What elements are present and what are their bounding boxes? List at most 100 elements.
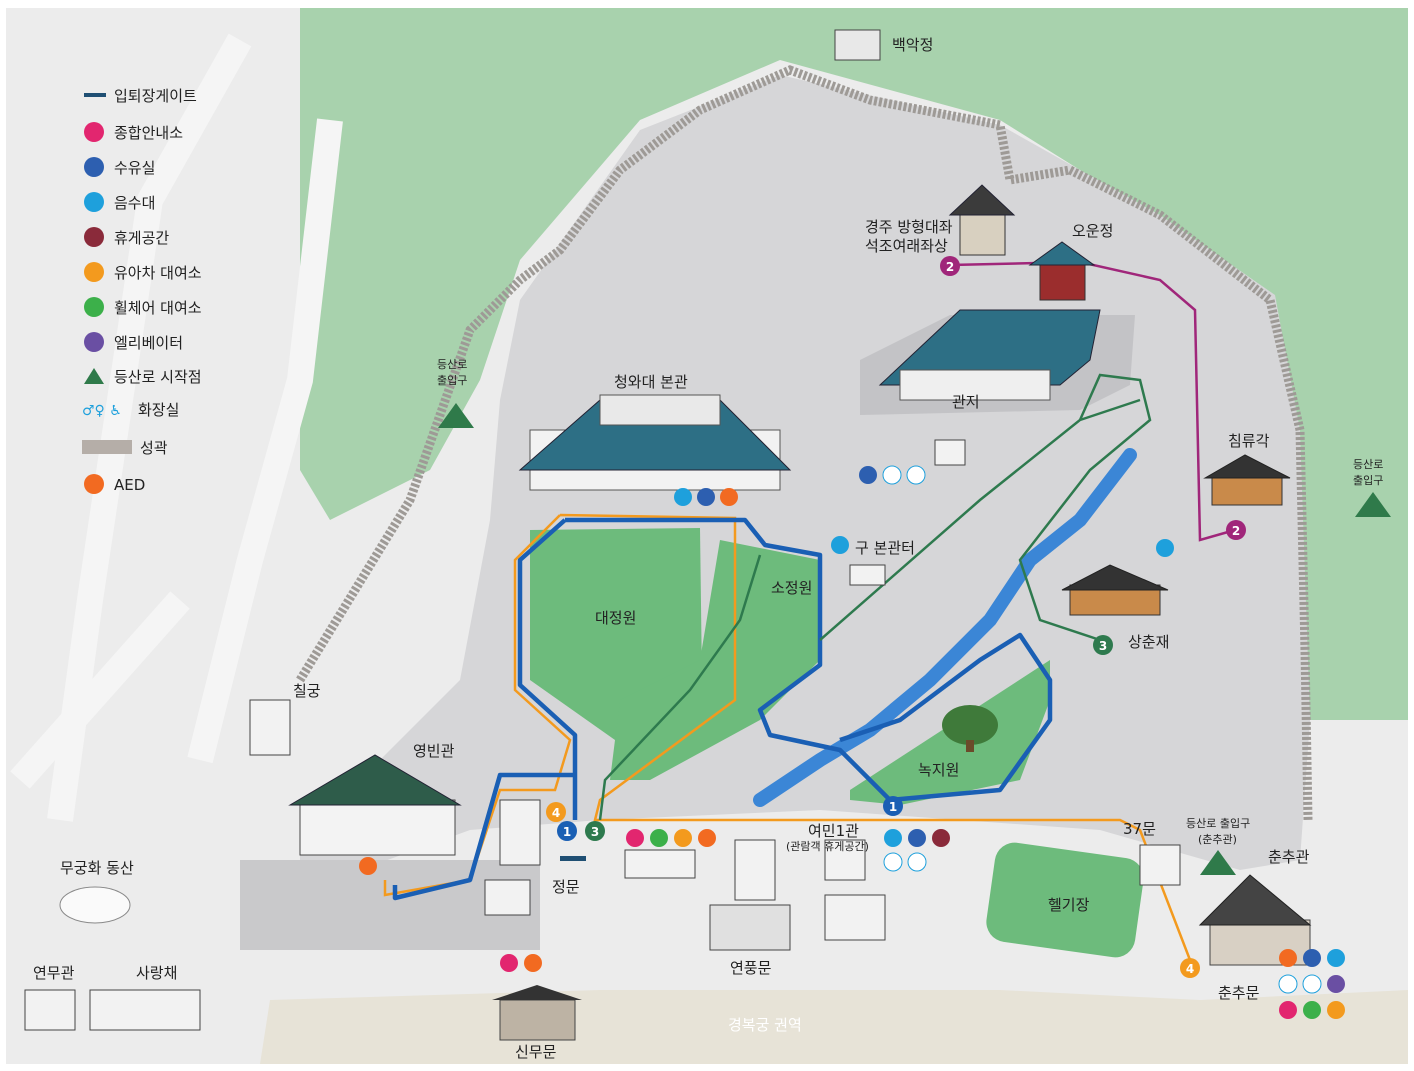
trail-right-icon [1355, 492, 1391, 517]
mountain-trail-icon [84, 368, 104, 384]
legend-label: 음수대 [114, 194, 155, 212]
nursing-room-icon [1303, 949, 1321, 967]
aed-heart-icon [524, 954, 542, 972]
restroom-icon [1278, 974, 1298, 994]
nursing-room-icon [697, 488, 715, 506]
marker-text: 3 [591, 825, 599, 839]
small-buildings [24, 439, 1181, 1031]
mugunghwa-circle [59, 886, 131, 924]
label-heliport: 헬기장 [1048, 896, 1090, 914]
legend-label: 등산로 시작점 [114, 368, 202, 386]
label-ounjeong: 오운정 [1072, 222, 1113, 240]
info-icon [500, 954, 518, 972]
buddha-pavilion[interactable] [948, 184, 1016, 256]
sinmumun-gate[interactable] [492, 985, 582, 1041]
ounjeong-pavilion[interactable] [1028, 241, 1096, 301]
stroller-icon [84, 262, 104, 282]
legend-label: AED [114, 476, 145, 494]
legend-label: 입퇴장게이트 [114, 87, 197, 105]
label-chunchugwan: 춘추관 [1268, 848, 1310, 866]
label-gyeongbokgung: 경복궁 권역 [728, 1016, 802, 1034]
stroller-icon [1327, 1001, 1345, 1019]
sangchunjae-building[interactable] [1061, 564, 1169, 616]
label-trail-chunchu-2: (춘추관) [1198, 833, 1237, 846]
nursing-room-icon [859, 466, 877, 484]
legend-label: 휠체어 대여소 [114, 299, 202, 317]
label-yeomin-1: 여민1관 [808, 822, 859, 840]
wheelchair-icon [650, 829, 668, 847]
route-marker-1b[interactable]: 1 [557, 821, 577, 841]
label-buddha-1: 경주 방형대좌 [865, 218, 953, 236]
trail-chunchu-icon [1200, 850, 1236, 875]
facility-icons-main-hall [674, 488, 738, 506]
wheelchair-icon [1303, 1001, 1321, 1019]
legend-label: 종합안내소 [114, 124, 183, 142]
route-marker-4b[interactable]: 4 [1180, 958, 1200, 978]
stream [753, 448, 1137, 807]
label-daejeongwon: 대정원 [595, 609, 636, 627]
label-yeonpungmun: 연풍문 [730, 959, 772, 977]
drinking-fountain-icon [884, 829, 902, 847]
main-hall-building[interactable] [518, 394, 792, 491]
route-marker-3a[interactable]: 3 [1093, 635, 1113, 655]
label-sarangchae: 사랑채 [136, 964, 177, 982]
wheelchair-icon [906, 465, 926, 485]
route-1 [392, 517, 1053, 901]
label-chimnyugak: 침류각 [1228, 432, 1270, 450]
nursing-room-icon [908, 829, 926, 847]
label-gwanjeo: 관저 [952, 393, 980, 411]
label-yeomin-2: (관람객 휴게공간) [786, 840, 869, 853]
label-sangchunjae: 상춘재 [1128, 633, 1169, 651]
yeongbingwan-building[interactable] [288, 754, 462, 856]
marker-text: 4 [1186, 962, 1194, 976]
marker-text: 2 [946, 260, 954, 274]
legend-label: 수유실 [114, 159, 155, 177]
label-main-hall: 청와대 본관 [614, 373, 688, 391]
drinking-fountain-icon [84, 192, 104, 212]
rest-area-icon [932, 829, 950, 847]
aed-heart-icon [698, 829, 716, 847]
fortress-wall-icon [82, 440, 132, 454]
restroom-icon: ♂♀ ♿ [82, 403, 122, 419]
label-mugunghwa: 무궁화 동산 [60, 859, 134, 877]
route-marker-2a[interactable]: 2 [940, 256, 960, 276]
chimnyugak-building[interactable] [1203, 454, 1291, 506]
mountain-right [1330, 530, 1408, 720]
facility-icons-gwanjeo [859, 465, 926, 485]
heliport-lawn [986, 842, 1144, 958]
trail-left-icon [438, 403, 474, 428]
legend-label: 화장실 [138, 401, 179, 419]
label-trail-right-1: 등산로 [1353, 458, 1383, 471]
route-marker-4a[interactable]: 4 [546, 802, 566, 822]
route-marker-3b[interactable]: 3 [585, 821, 605, 841]
label-trail-chunchu-1: 등산로 출입구 [1186, 817, 1250, 830]
label-yeonmugwan: 연무관 [33, 964, 75, 982]
gwanjeo-building[interactable] [878, 309, 1101, 401]
drinking-fountain-icon [674, 488, 692, 506]
drinking-fountain-icon [1156, 539, 1174, 557]
wheelchair-icon [1302, 974, 1322, 994]
elevator-icon [1327, 975, 1345, 993]
fortress-wall [296, 65, 1313, 821]
restroom-icon [883, 852, 903, 872]
route-4 [383, 513, 1192, 961]
baekakjeong-building[interactable] [834, 29, 881, 61]
route-marker-2b[interactable]: 2 [1226, 520, 1246, 540]
label-baekakjeong: 백악정 [892, 36, 933, 54]
marker-text: 3 [1099, 639, 1107, 653]
aed-heart-icon [359, 857, 377, 875]
legend-label: 성곽 [140, 439, 168, 457]
route-marker-1a[interactable]: 1 [883, 796, 903, 816]
aed-heart-icon [84, 474, 104, 494]
yeonpungmun-building[interactable] [709, 839, 791, 951]
yeomin-building[interactable] [824, 839, 886, 941]
mountain-area [300, 8, 1408, 720]
label-trail-left-1: 등산로 [437, 358, 467, 371]
legend: 입퇴장게이트 종합안내소 수유실 음수대 휴게공간 유아차 대여소 휠체어 대여… [82, 87, 202, 494]
facility-icons-yeomin [883, 829, 950, 872]
route-3 [598, 373, 1152, 821]
facility-icons-jeongmun [626, 829, 716, 847]
nursing-room-icon [84, 157, 104, 177]
legend-label: 휴게공간 [114, 229, 169, 247]
